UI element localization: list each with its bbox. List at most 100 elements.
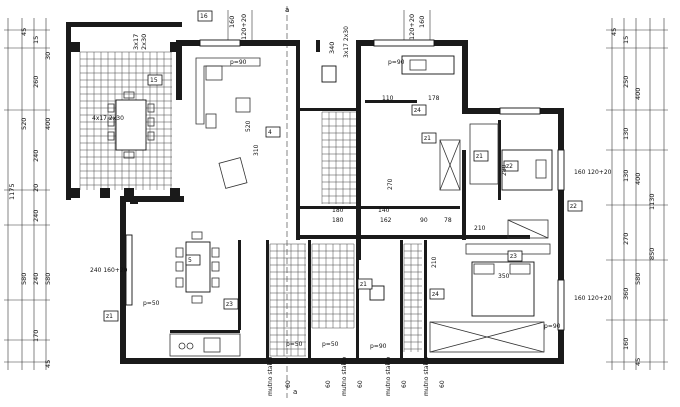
- dim-label: 140: [378, 207, 390, 214]
- dim-label: 30: [44, 52, 52, 60]
- window-spec: 240 160+20: [90, 267, 128, 274]
- room-tag: z2: [506, 163, 513, 170]
- room-tag-box: [421, 132, 437, 144]
- dim-label: 160: [622, 338, 630, 350]
- door-width: p=90: [230, 59, 247, 66]
- dim-label: 280: [501, 164, 508, 176]
- dim-label: 400: [44, 118, 52, 130]
- dim-label: 580: [20, 273, 28, 285]
- dim-label: 45: [20, 28, 28, 36]
- dim-label: 360: [622, 288, 630, 300]
- dim-label: 180: [332, 217, 344, 224]
- dining-table: [185, 241, 211, 293]
- dim-label: 170: [32, 330, 40, 342]
- window-spec: 160 120+20: [574, 169, 612, 176]
- room-tag-box: [223, 298, 239, 310]
- room-tag: z1: [476, 153, 483, 160]
- room-tag: z3: [226, 301, 233, 308]
- dim-label: 250: [622, 76, 630, 88]
- dim-label: 2x30: [140, 34, 148, 50]
- room-tag-box: [103, 310, 119, 322]
- room-tag: 4: [268, 129, 272, 136]
- dim-label: 310: [253, 144, 260, 156]
- room-tag-box: [147, 74, 163, 86]
- dim-label: 350: [498, 273, 510, 280]
- door-width: p=50: [143, 300, 160, 307]
- terrace-table: [115, 99, 147, 151]
- dim-label: 240: [32, 150, 40, 162]
- glass-note: mutno staklo: [267, 356, 274, 396]
- door-width: p=50: [322, 341, 339, 348]
- room-tag: z4: [414, 107, 421, 114]
- dim-label: 78: [444, 217, 452, 224]
- room-tag: z1: [360, 281, 367, 288]
- door-width: p=90: [370, 343, 387, 350]
- room-tag: z1: [106, 313, 113, 320]
- dim-label: 270: [622, 233, 630, 245]
- room-tag-box: [357, 278, 373, 290]
- room-tag: z1: [424, 135, 431, 142]
- dim-label: 15: [622, 36, 630, 44]
- left-dimension-lines: [4, 18, 50, 370]
- columns: [70, 42, 180, 204]
- door-width: p=90: [544, 323, 561, 330]
- dim-label: 120+20: [408, 14, 416, 40]
- dim-label: 270: [387, 178, 394, 190]
- dim-label: 1175: [8, 183, 16, 200]
- dim-label: 20: [32, 184, 40, 192]
- dim-label: 160: [418, 16, 426, 28]
- stair-spec: 3x17 2x30: [343, 26, 350, 58]
- dim-label: 60: [285, 380, 292, 388]
- dim-label: 45: [634, 358, 642, 366]
- room-tag-box: [507, 250, 523, 262]
- glass-note: mutno staklo: [423, 356, 430, 396]
- dim-label: 60: [325, 380, 332, 388]
- dim-label: 60: [357, 380, 364, 388]
- dim-label: 180: [332, 207, 344, 214]
- dim-label: 210: [431, 256, 438, 268]
- dim-label: 90: [420, 217, 428, 224]
- plan-labels: 4x17 2x30 240 160+20 p=50 p=90 p=90 p=90…: [90, 26, 612, 350]
- room-tag: z2: [570, 203, 577, 210]
- room-tag-box: [429, 288, 445, 300]
- dim-label: 210: [474, 225, 486, 232]
- room-tag-box: [411, 104, 427, 116]
- dim-label: 130: [622, 128, 630, 140]
- dim-label: 240: [32, 273, 40, 285]
- room-tag: 5: [188, 257, 192, 264]
- double-bed: [471, 261, 535, 317]
- window-spec: 160 120+20: [574, 295, 612, 302]
- room-tag-box: [265, 126, 281, 138]
- dim-label: 60: [401, 380, 408, 388]
- room-tag-box: [473, 150, 489, 162]
- right-dimension-labels: 45 15 250 400 130 1130 130 400 850 270 5…: [610, 28, 656, 366]
- dim-label: 580: [634, 273, 642, 285]
- glass-note: mutno staklo: [385, 356, 392, 396]
- inner-walls: [170, 40, 530, 358]
- axis-label: a: [285, 6, 289, 14]
- dim-label: 3x17: [132, 34, 140, 50]
- dim-label: 520: [245, 120, 252, 132]
- room-tag: z4: [432, 291, 439, 298]
- room-tag-box: [503, 160, 519, 172]
- room-tag: z3: [510, 253, 517, 260]
- top-dimension-labels: 120+20 160 2x30 3x17 340 120+20 160 a a: [132, 6, 431, 398]
- windows: [125, 39, 565, 331]
- dim-label: 580: [44, 273, 52, 285]
- dim-label: 120+20: [240, 14, 248, 40]
- dim-label: 1130: [648, 193, 656, 210]
- room-tag: 16: [200, 13, 208, 20]
- dim-label: 178: [428, 95, 440, 102]
- dim-label: 130: [622, 170, 630, 182]
- room-tag-box: [197, 10, 213, 22]
- dim-label: 260: [32, 76, 40, 88]
- right-dimension-lines: [606, 18, 668, 370]
- dim-label: 15: [32, 36, 40, 44]
- dim-label: 520: [20, 118, 28, 130]
- dim-label: 340: [328, 42, 336, 54]
- bottom-labels: mutno staklo mutno staklo mutno staklo m…: [267, 356, 446, 396]
- dim-label: 45: [44, 360, 52, 368]
- left-dimension-labels: 45 15 30 260 520 400 240 1175 20 240 580…: [8, 28, 52, 368]
